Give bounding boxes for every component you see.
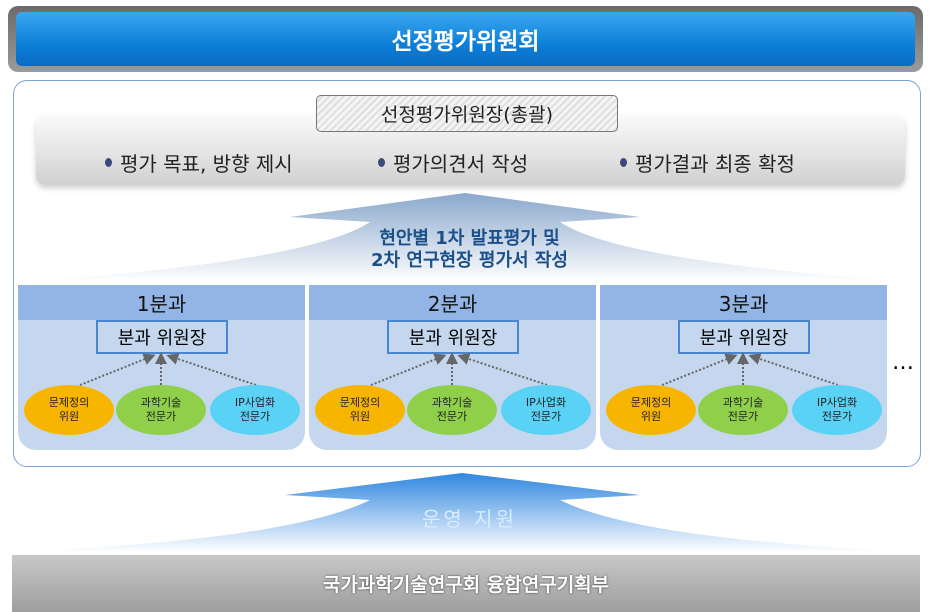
bullet-icon bbox=[378, 158, 385, 167]
bullet-icon bbox=[620, 158, 627, 167]
task-3: 평가결과 최종 확정 bbox=[620, 148, 795, 177]
upward-arrow-evaluation bbox=[18, 193, 920, 282]
title-banner: 선정평가위원회 bbox=[16, 12, 915, 66]
subcommittee-name: 3분과 bbox=[600, 285, 887, 320]
subcommittee-name: 2분과 bbox=[309, 285, 596, 320]
support-text: 운영 지원 bbox=[422, 507, 517, 531]
subcommittee-chair: 분과 위원장 bbox=[678, 320, 810, 354]
chair-box: 선정평가위원장(총괄) bbox=[316, 95, 618, 132]
dotted-arrows bbox=[370, 352, 548, 386]
bullet-icon bbox=[105, 158, 112, 167]
more-panels-ellipsis: … bbox=[892, 350, 914, 375]
subcommittee-chair: 분과 위원장 bbox=[96, 320, 228, 354]
task-2: 평가의견서 작성 bbox=[378, 148, 528, 177]
task-1: 평가 목표, 방향 제시 bbox=[105, 148, 293, 177]
upward-arrow-support bbox=[12, 473, 920, 552]
dotted-arrows bbox=[79, 352, 257, 386]
subcommittee-name: 1분과 bbox=[18, 285, 305, 320]
organization-bar: 국가과학기술연구회 융합연구기획부 bbox=[12, 555, 920, 612]
dotted-arrows bbox=[661, 352, 839, 386]
